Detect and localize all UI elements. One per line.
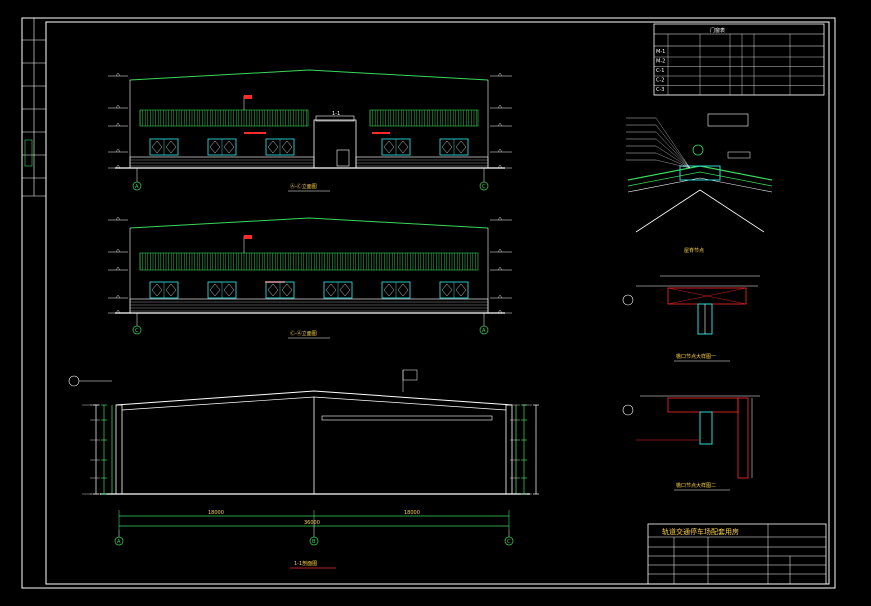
schedule-row-code: C-2 — [656, 78, 664, 84]
section-1-1: 18000 18000 36000 A B C 1-1剖面图 — [68, 369, 539, 569]
elev2-axis-right — [479, 325, 489, 335]
section-dims-right — [510, 404, 539, 495]
elev2-caption: Ⓒ-Ⓐ立面图 — [290, 330, 317, 337]
elev1-windows — [149, 138, 469, 156]
elev1-axis-right-label: C — [482, 184, 486, 190]
section-axis-left — [114, 536, 124, 546]
outer-frame — [21, 17, 836, 589]
elev2-roof — [129, 217, 489, 229]
section-axis-right — [504, 536, 514, 546]
elev1-door — [336, 149, 350, 167]
section-axis-left-label: A — [117, 539, 121, 545]
elev1-caption: Ⓐ-Ⓒ立面图 — [290, 183, 317, 190]
schedule-title: 门窗表 — [710, 27, 725, 34]
eaves-detail-2: 檐口节点大样图二 — [622, 395, 760, 491]
section-span-right: 18000 — [404, 510, 420, 516]
elev2-flag — [244, 235, 252, 239]
eaves-detail-1: 檐口节点大样图一 — [622, 275, 760, 362]
elev2-level-markers — [108, 216, 512, 314]
elevation-1: 1-1 A C Ⓐ-Ⓒ立面图 — [108, 69, 512, 192]
title-block: 轨道交通停车场配套用房 — [647, 523, 827, 585]
section-dims-left — [82, 404, 107, 495]
detail1-caption: 檐口节点大样图一 — [676, 353, 716, 360]
elev1-entrance-block — [313, 119, 357, 169]
schedule-row-code: C-1 — [656, 68, 664, 74]
elev2-axis-left — [132, 325, 142, 335]
elev1-door-label: 1-1 — [332, 111, 340, 117]
elev1-flag — [244, 95, 252, 99]
section-axis-right-label: C — [507, 539, 511, 545]
elev2-windows — [149, 281, 469, 299]
elev1-level-markers — [108, 72, 512, 169]
schedule-row-code: C-3 — [656, 87, 664, 93]
elev1-roof — [129, 69, 489, 81]
section-column-right — [505, 404, 513, 495]
schedule-row-code: M-2 — [656, 59, 665, 65]
detail2-caption: 檐口节点大样图二 — [676, 482, 716, 489]
section-column-left — [115, 404, 123, 495]
elev1-wall-base — [129, 156, 315, 169]
section-span-left: 18000 — [208, 510, 224, 516]
binding-strip — [22, 18, 46, 197]
section-axis-mid — [309, 536, 319, 546]
elev1-axis-right — [479, 181, 489, 191]
elev1-cladding-right — [369, 109, 479, 127]
elev2-axis-left-label: C — [135, 328, 139, 334]
section-crane-beam — [321, 415, 493, 421]
section-caption: 1-1剖面图 — [294, 560, 317, 567]
section-span-total: 36000 — [304, 520, 320, 526]
title-block-title: 轨道交通停车场配套用房 — [662, 527, 739, 536]
schedule-row-code: M-1 — [656, 49, 665, 55]
section-roof-top — [115, 390, 513, 406]
ridge-caption: 屋脊节点 — [684, 247, 704, 254]
elev1-axis-left-label: A — [135, 184, 139, 190]
ridge-detail: 屋脊节点 — [626, 113, 773, 254]
inner-frame — [45, 21, 830, 585]
binding-stamp — [24, 139, 33, 167]
elevation-2: C A Ⓒ-Ⓐ立面图 — [108, 216, 512, 339]
section-axis-mid-label: B — [312, 539, 316, 545]
elev1-axis-left — [132, 181, 142, 191]
door-window-schedule: M-1M-2C-1C-2C-3 门窗表 — [653, 23, 825, 96]
elev2-axis-right-label: A — [482, 328, 486, 334]
